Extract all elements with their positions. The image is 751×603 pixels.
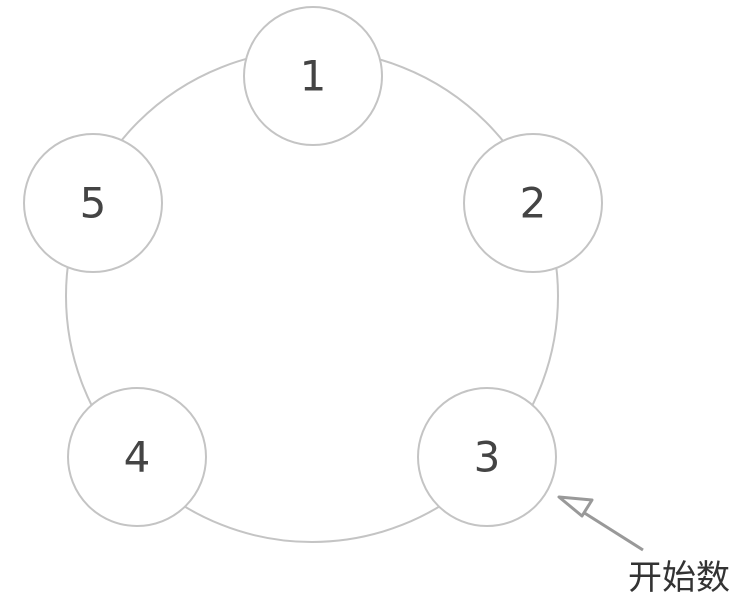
node-4: 4	[67, 387, 207, 527]
node-3: 3	[417, 387, 557, 527]
node-label: 4	[124, 433, 151, 482]
node-label: 2	[520, 179, 547, 228]
arrow-head-icon	[557, 495, 594, 518]
node-circle	[243, 6, 383, 146]
node-label: 1	[300, 52, 327, 101]
arrow-shaft	[574, 505, 644, 552]
start-label: 开始数	[628, 558, 730, 598]
node-2: 2	[463, 133, 603, 273]
node-1: 1	[243, 6, 383, 146]
node-circle	[417, 387, 557, 527]
node-5: 5	[23, 133, 163, 273]
start-arrow	[557, 495, 644, 552]
node-circle	[67, 387, 207, 527]
node-circle	[23, 133, 163, 273]
node-label: 5	[80, 179, 107, 228]
node-circle	[463, 133, 603, 273]
node-label: 3	[474, 433, 501, 482]
